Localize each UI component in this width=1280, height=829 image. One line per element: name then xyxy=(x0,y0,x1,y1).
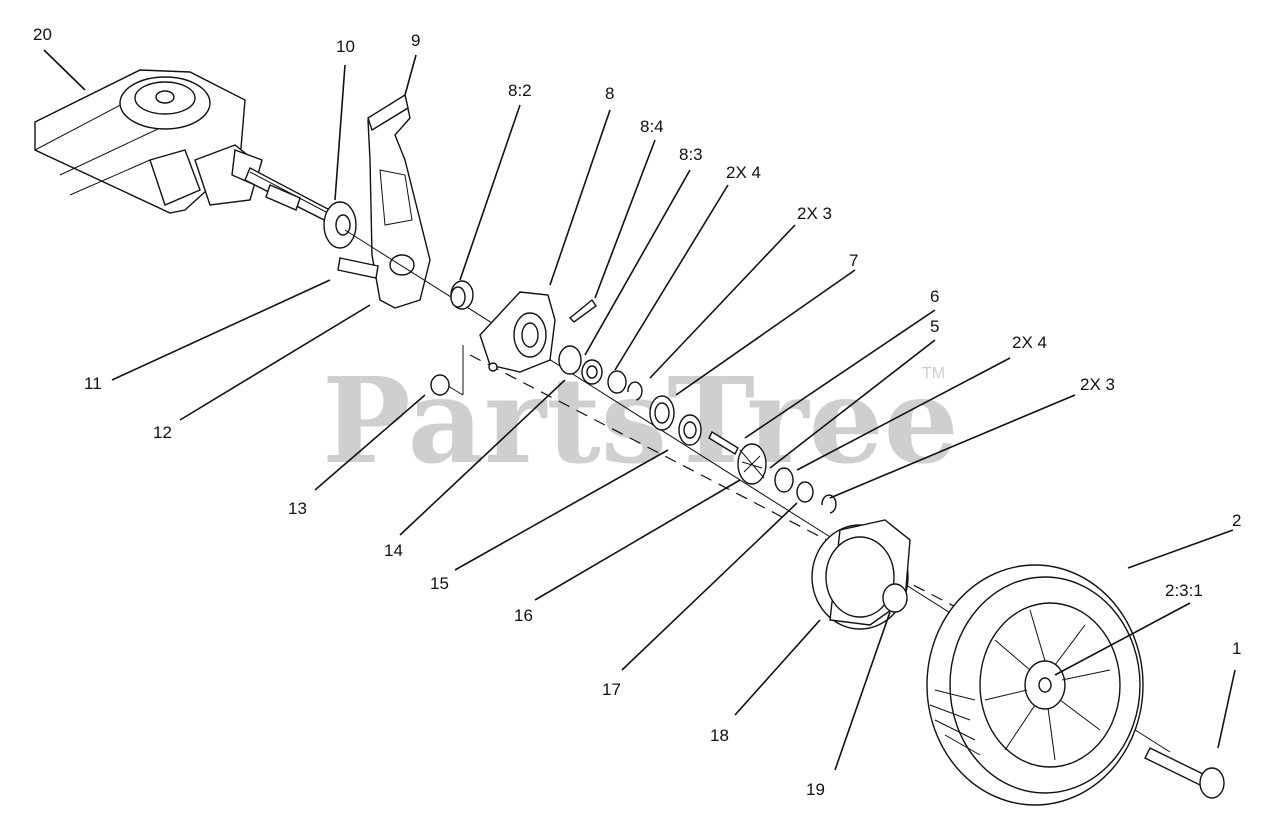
callout-8-3: 8:3 xyxy=(679,145,703,164)
callout-15: 15 xyxy=(430,574,449,593)
callout-18: 18 xyxy=(710,726,729,745)
callout-17: 17 xyxy=(602,680,621,699)
part-19-spacer xyxy=(882,583,908,613)
part-2x4-washer-a xyxy=(607,370,627,394)
callout-9: 9 xyxy=(411,31,420,50)
callout-7: 7 xyxy=(849,251,858,270)
callout-8-2: 8:2 xyxy=(508,81,532,100)
part-8-2-bushing xyxy=(450,280,474,310)
part-2x4-washer-b xyxy=(774,467,794,493)
callout-2-3-1: 2:3:1 xyxy=(1165,581,1203,600)
callout-2: 2 xyxy=(1232,511,1241,530)
callout-12: 12 xyxy=(153,423,172,442)
leader-lines xyxy=(43,49,1236,771)
part-2x3-clip-a xyxy=(627,381,643,401)
transmission-assembly xyxy=(34,69,346,229)
watermark-text: PartsTree xyxy=(322,351,959,490)
callout-14: 14 xyxy=(384,541,403,560)
part-2-wheel xyxy=(926,564,1144,806)
callout-2x3-b: 2X 3 xyxy=(1080,375,1115,394)
part-6-pin xyxy=(708,431,739,455)
callout-labels: 20 10 9 8:2 8 8:4 8:3 2X 4 2X 3 7 6 5 2X… xyxy=(33,25,1241,799)
callout-1: 1 xyxy=(1232,639,1241,658)
part-13-nut xyxy=(430,374,450,396)
callout-16: 16 xyxy=(514,606,533,625)
part-16-gear xyxy=(737,443,767,485)
part-9-height-bracket xyxy=(337,93,431,309)
callout-6: 6 xyxy=(930,287,939,306)
callout-2x4-b: 2X 4 xyxy=(1012,333,1047,352)
callout-10: 10 xyxy=(336,37,355,56)
part-17-washer xyxy=(796,481,814,503)
part-1-bolt xyxy=(1144,747,1225,799)
callout-20: 20 xyxy=(33,25,52,44)
callout-8-4: 8:4 xyxy=(640,117,664,136)
callout-13: 13 xyxy=(288,499,307,518)
part-2x3-clip-b xyxy=(821,494,837,514)
part-7-bearing xyxy=(649,395,675,431)
watermark-trademark: TM xyxy=(922,365,945,382)
callout-8: 8 xyxy=(605,84,614,103)
part-18-drive-cup xyxy=(811,519,911,630)
callout-11: 11 xyxy=(84,374,102,393)
callout-19: 19 xyxy=(806,780,825,799)
part-15-seal xyxy=(678,414,702,446)
part-8-3-washer xyxy=(581,359,603,385)
callout-2x3-a: 2X 3 xyxy=(797,204,832,223)
callout-5: 5 xyxy=(930,317,939,336)
part-8-gear-case xyxy=(479,291,597,373)
part-8-4-washer xyxy=(558,345,582,375)
callout-2x4-a: 2X 4 xyxy=(726,163,761,182)
part-10-washer xyxy=(323,201,357,249)
